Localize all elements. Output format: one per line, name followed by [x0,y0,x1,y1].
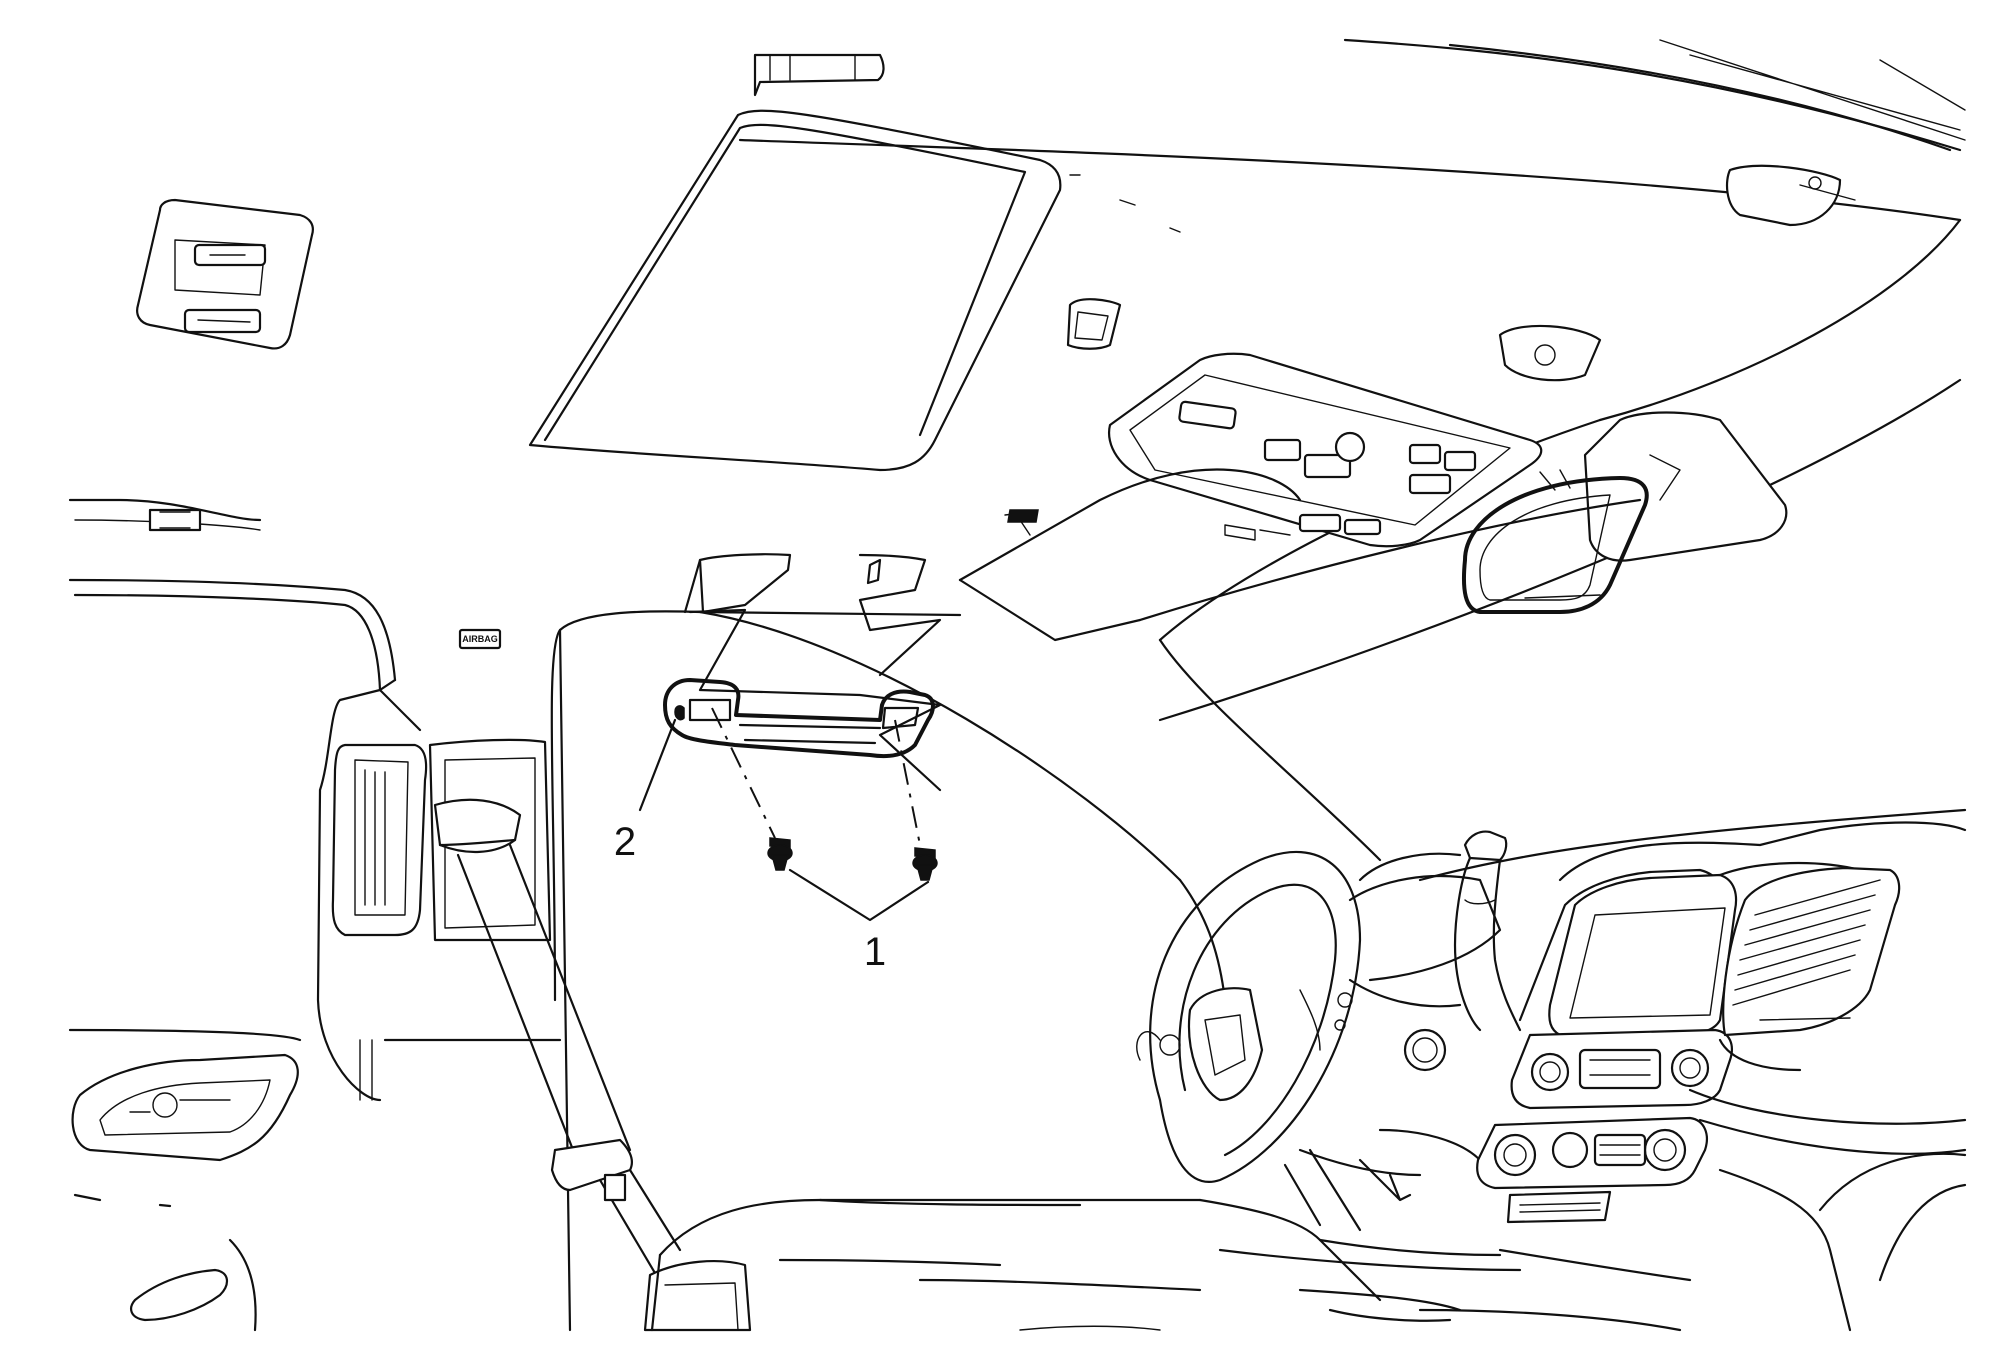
front-door-panel [68,1028,302,1332]
center-stack [1476,868,1738,1224]
headliner [528,38,1966,862]
assist-handle-detail [638,553,942,922]
callout-1-leader [788,868,930,922]
rear-dome-light [1725,164,1856,227]
a-pillar-area [550,610,1227,1332]
callout-1-label: 1 [864,930,886,974]
fastener-screw-right [912,847,938,881]
windshield-header [958,468,1642,642]
fastener-screw-left [767,837,793,871]
callout-2-leader [638,718,677,812]
seat-belt [433,798,682,1292]
sun-visor [1583,411,1788,562]
headliner-rear-panel [1066,174,1181,350]
rearview-mirror [1461,469,1649,614]
overhead-console-inset [136,198,314,350]
steering-wheel [1136,850,1362,1183]
headliner-vent [1498,324,1602,382]
front-overhead-console [1107,352,1543,548]
floor-area [1498,1168,1852,1332]
callout-2-label: 2 [614,820,636,864]
passenger-dash [1418,808,1967,1282]
roof-clip-top [753,53,885,97]
b-pillar-and-door: AIRBAG [68,498,562,1102]
instrument-panel [643,1148,1682,1332]
airbag-tag-label: AIRBAG [462,634,498,644]
dash-cluster [1298,830,1522,1202]
